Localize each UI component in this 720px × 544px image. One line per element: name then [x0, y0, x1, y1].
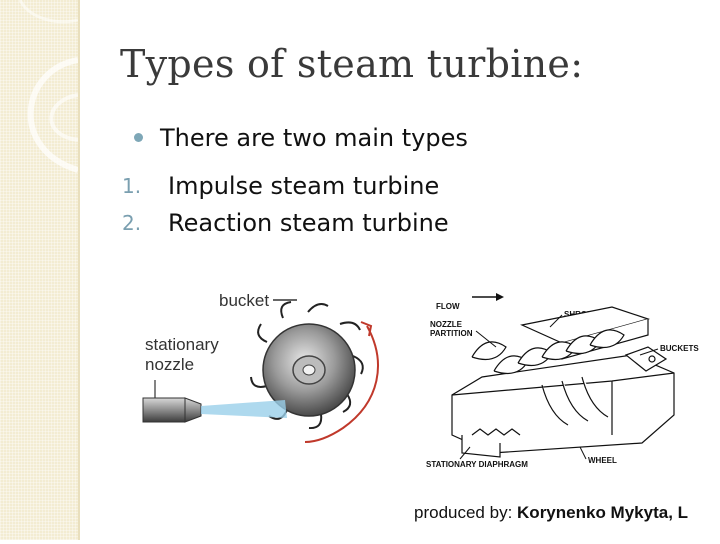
- stationary-diaphragm-label: STATIONARY DIAPHRAGM: [426, 460, 528, 469]
- turbine-cutaway: [451, 306, 675, 458]
- list-number: 1.: [122, 174, 142, 198]
- bullet-text: There are two main types: [160, 124, 468, 152]
- bullet-item: There are two main types: [128, 120, 468, 157]
- bullet-list: There are two main types: [128, 120, 468, 157]
- list-item: 1. Impulse steam turbine: [122, 168, 449, 205]
- nozzle-partition-label-2: PARTITION: [430, 329, 473, 338]
- numbered-list: 1. Impulse steam turbine 2. Reaction ste…: [122, 168, 449, 242]
- rotation-arrow: [304, 325, 379, 443]
- nozzle-label: nozzle: [145, 355, 194, 374]
- strip-edge: [78, 0, 80, 540]
- reaction-turbine-diagram: FLOW SHROUD BAND NOZZLE PARTITION BUCKET…: [426, 293, 699, 469]
- steam-jet: [201, 400, 287, 418]
- wheel-label: WHEEL: [588, 456, 617, 465]
- credit-author: Korynenko Mykyta, L: [517, 503, 689, 522]
- turbine-shaft: [302, 364, 316, 376]
- nozzle-partition-label-1: NOZZLE: [430, 320, 463, 329]
- list-number: 2.: [122, 211, 142, 236]
- list-text: Impulse steam turbine: [168, 172, 440, 200]
- buckets-label: BUCKETS: [660, 344, 699, 353]
- rotation-arrowhead: [360, 321, 373, 337]
- nozzle-tip: [184, 397, 202, 423]
- slide-title: Types of steam turbine:: [120, 42, 584, 86]
- bullet-dot-icon: [134, 133, 143, 142]
- impulse-turbine-diagram: bucket stationary nozzle: [142, 291, 379, 443]
- stationary-label: stationary: [145, 335, 219, 354]
- nozzle-body: [142, 397, 186, 423]
- credit-prefix: produced by:: [414, 503, 513, 522]
- flow-label: FLOW: [436, 302, 460, 311]
- flow-arrowhead: [496, 293, 504, 301]
- decorative-side-strip: [0, 0, 79, 540]
- list-text: Reaction steam turbine: [168, 209, 449, 238]
- credit-line: produced by: Korynenko Mykyta, L: [414, 503, 688, 523]
- label-leader-lines: [459, 314, 659, 460]
- swirl-decoration: [18, 0, 79, 173]
- bucket-label: bucket: [219, 291, 269, 310]
- list-item: 2. Reaction steam turbine: [122, 205, 449, 242]
